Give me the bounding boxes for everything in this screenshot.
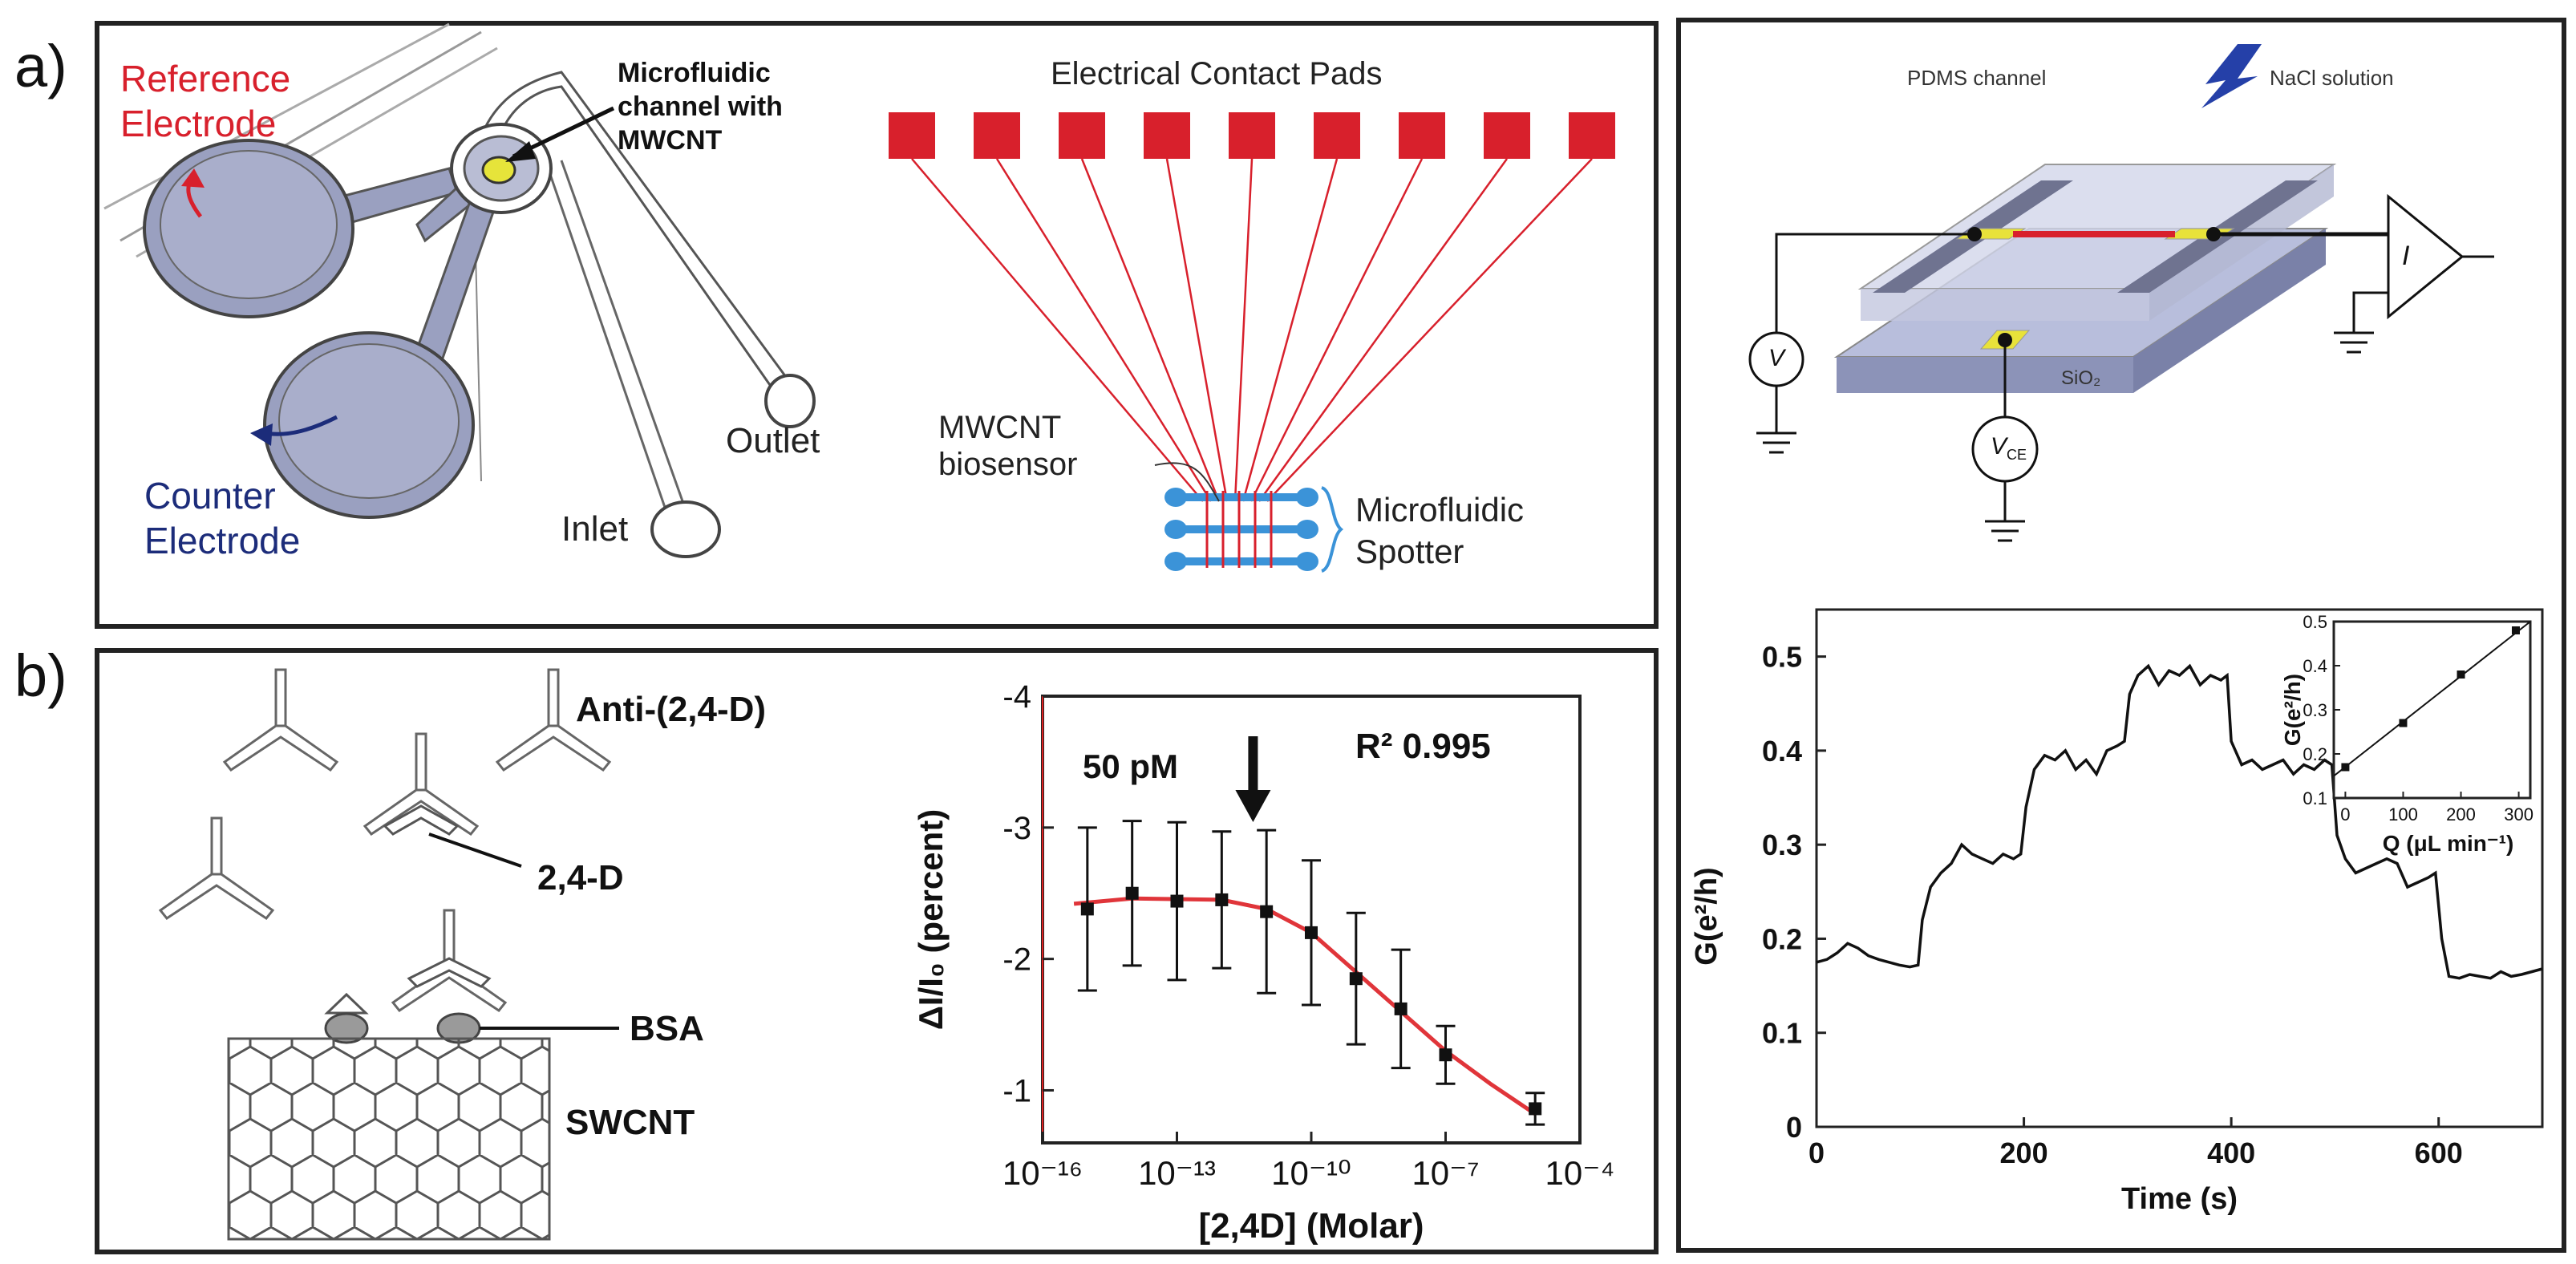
amp-label: I (2402, 241, 2410, 271)
channel-label-line-2: channel with (618, 91, 783, 122)
channel-label-line-1: Microfluidic (618, 58, 771, 88)
analyte-label: 2,4-D (537, 858, 624, 897)
panel-b-letter: b) (14, 642, 67, 709)
channel-label-line-3: MWCNT (618, 125, 723, 156)
counter-label-line-1: Counter (144, 475, 276, 517)
v-label: V (1768, 345, 1785, 371)
panel-a-letter: a) (14, 33, 67, 99)
outlet-label: Outlet (726, 421, 820, 460)
counter-label-line-2: Electrode (144, 520, 301, 561)
spotter-label-line-1: Microfluidic (1355, 491, 1525, 529)
panel-b-frame (95, 648, 1659, 1254)
bsa-label: BSA (630, 1009, 704, 1048)
panel-c-frame (1676, 18, 2566, 1253)
vce-label-sub: CE (2007, 447, 2027, 463)
spotter-label: Microfluidic Spotter (1355, 489, 1524, 573)
nacl-label: NaCl solution (2270, 66, 2394, 90)
reference-label-line-2: Electrode (120, 103, 277, 144)
vce-label-main: V (1991, 433, 2007, 460)
biosensor-label: MWCNT biosensor (938, 409, 1077, 483)
vce-label: VCE (1991, 433, 2027, 464)
contact-pads-title: Electrical Contact Pads (1051, 56, 1383, 91)
antibody-label: Anti-(2,4-D) (576, 690, 767, 729)
swcnt-label: SWCNT (565, 1103, 695, 1142)
reference-label: Reference Electrode (120, 56, 290, 146)
sio2-label: SiO₂ (2061, 367, 2101, 389)
biosensor-label-line-1: MWCNT (938, 410, 1062, 445)
biosensor-label-line-2: biosensor (938, 447, 1078, 482)
inlet-label: Inlet (561, 509, 629, 549)
channel-label: Microfluidic channel with MWCNT (618, 56, 783, 157)
reference-label-line-1: Reference (120, 58, 291, 99)
spotter-label-line-2: Spotter (1355, 533, 1464, 570)
counter-label: Counter Electrode (144, 473, 300, 563)
pdms-label: PDMS channel (1907, 66, 2047, 90)
